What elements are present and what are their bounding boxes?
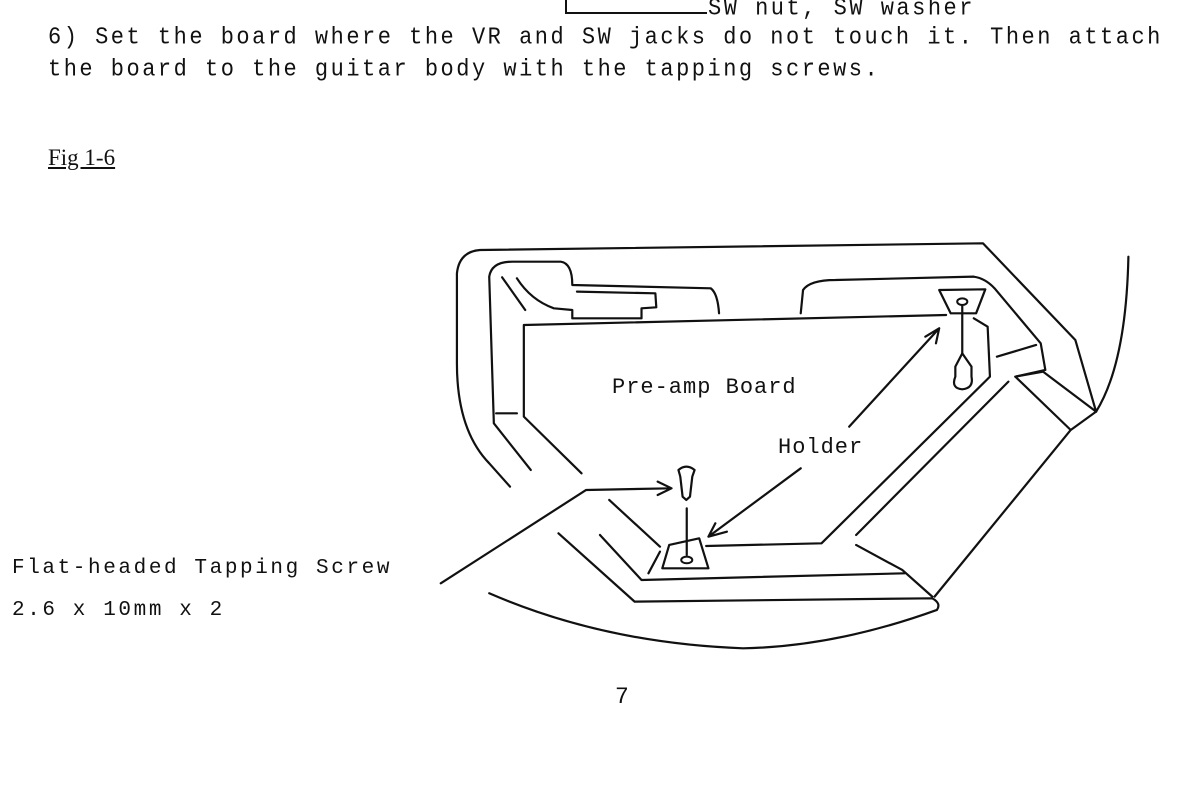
screw-spec: 2.6 x 10mm x 2 (12, 599, 225, 622)
figure-title: Fig 1-6 (48, 145, 116, 170)
holder-bottom-icon (648, 508, 708, 573)
page-number: 7 (615, 684, 629, 710)
screw-label: Flat-headed Tapping Screw (12, 557, 393, 580)
cavity-inner-left (489, 262, 719, 470)
cavity-inner-right (801, 277, 1046, 377)
jack-detail (517, 278, 656, 318)
body-right-curve (1096, 257, 1128, 412)
holder-label: Holder (778, 435, 864, 460)
holder-top-icon (939, 289, 985, 353)
sw-nut-washer-label: SW nut, SW washer (708, 0, 975, 23)
step-6-text-line-2: the board to the guitar body with the ta… (48, 55, 881, 84)
holder-arrow-top (849, 328, 939, 426)
preamp-board-label: Pre-amp Board (612, 375, 797, 400)
right-piece (856, 372, 1096, 597)
holder-arrow-bottom (708, 468, 800, 536)
bracket-line (565, 0, 707, 14)
screw-top-icon (954, 353, 972, 389)
preamp-board-outline (524, 315, 990, 546)
step-6-text-line-1: 6) Set the board where the VR and SW jac… (48, 23, 1163, 52)
lower-frame (489, 500, 938, 648)
screw-leader-line (441, 482, 672, 584)
body-outer-outline (457, 243, 1096, 486)
screw-bottom-icon (678, 467, 694, 500)
